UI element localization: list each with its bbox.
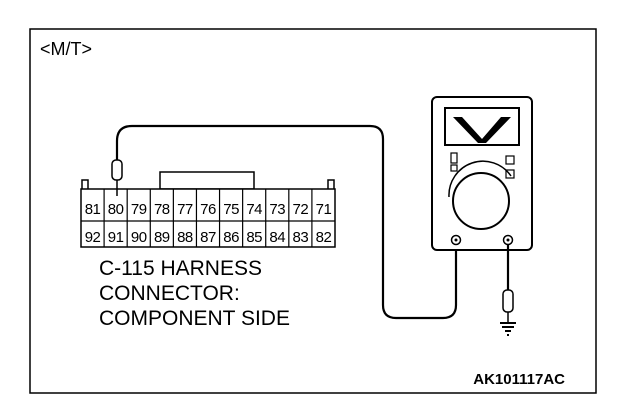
connector-probe: [111, 159, 123, 196]
pin-number-top: 71: [316, 201, 332, 218]
pin-number-bottom: 86: [223, 229, 239, 246]
ground-lead: [502, 245, 514, 322]
meter-rotary-dial: [452, 172, 510, 230]
pin-number-bottom: 83: [293, 229, 309, 246]
meter-indicator-left: [450, 164, 458, 172]
pin-number-bottom: 88: [177, 229, 193, 246]
pin-number-bottom: 89: [154, 229, 170, 246]
variant-label: <M/T>: [40, 39, 92, 59]
pin-number-top: 72: [293, 201, 309, 218]
pin-number-top: 73: [269, 201, 285, 218]
connector-left-ear: [81, 179, 89, 189]
meter-scale-arc: [448, 160, 512, 198]
meter-jack-negative-core: [454, 238, 458, 242]
pin-number-top: 81: [85, 201, 101, 218]
voltage-symbol-icon: [453, 117, 511, 143]
pin-number-bottom: 82: [316, 229, 332, 246]
meter-button-right-top: [505, 155, 515, 165]
meter-button-left: [450, 152, 458, 164]
pin-number-top: 75: [223, 201, 239, 218]
connector-right-ear: [327, 179, 335, 189]
caption-line-2: CONNECTOR:: [99, 282, 240, 305]
pin-number-top: 76: [200, 201, 216, 218]
voltmeter: V: [431, 96, 533, 251]
pin-number-bottom: 90: [131, 229, 147, 246]
connector-caption: C-115 HARNESS CONNECTOR: COMPONENT SIDE: [99, 257, 290, 330]
pin-number-top: 80: [108, 201, 124, 218]
connector-lock-tab: [159, 171, 255, 190]
pin-number-top: 79: [131, 201, 147, 218]
pin-number-top: 74: [246, 201, 262, 218]
pin-number-bottom: 87: [200, 229, 216, 246]
connector-pin-cells: 81 80 79 78 77 76 75 74 73 72 71 92 91 90 89 88 87 86 85 84…: [85, 189, 332, 247]
ground-probe: [502, 289, 514, 313]
pin-number-top: 78: [154, 201, 170, 218]
caption-line-1: C-115 HARNESS: [99, 257, 262, 280]
pin-number-bottom: 85: [246, 229, 262, 246]
meter-display: [444, 107, 520, 146]
pin-number-bottom: 91: [108, 229, 124, 246]
ground-symbol-icon: [500, 322, 516, 336]
probe-lead-wire: [115, 124, 458, 320]
figure-code: AK101117AC: [473, 371, 565, 388]
pin-number-bottom: 84: [269, 229, 285, 246]
harness-connector: 81 80 79 78 77 76 75 74 73 72 71 92 91 90 89 88 87 86 85 84…: [80, 171, 336, 248]
meter-jack-positive-core: [506, 238, 510, 242]
pin-number-top: 77: [177, 201, 193, 218]
connector-body: [80, 188, 336, 248]
pin-number-bottom: 92: [85, 229, 101, 246]
caption-line-3: COMPONENT SIDE: [99, 307, 290, 330]
